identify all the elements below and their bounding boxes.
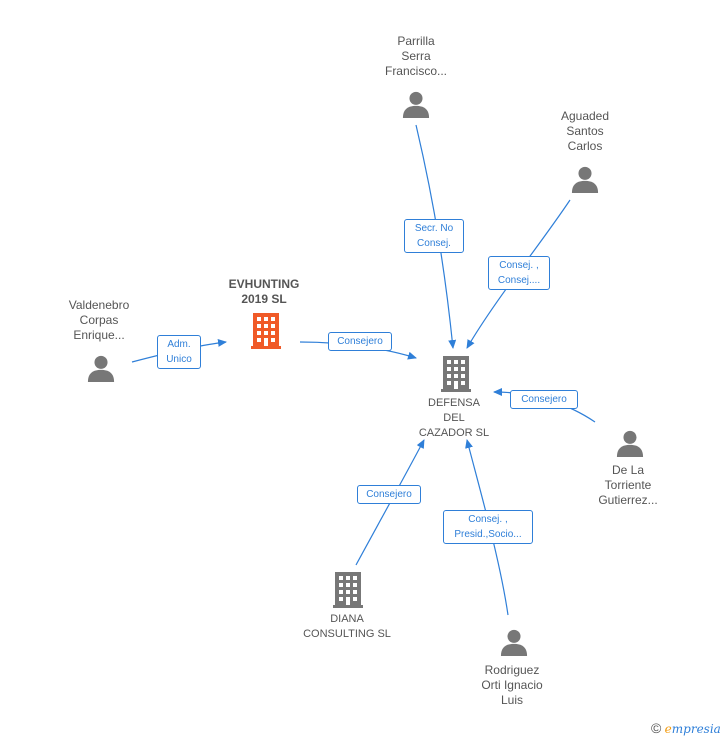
edge-label-line: Adm. [167, 339, 191, 350]
company-icon-evhunting[interactable] [251, 313, 281, 349]
edge-label-rodriguez[interactable]: Consej. , Presid.,Socio... [443, 510, 533, 544]
node-label-line: Enrique... [73, 328, 125, 342]
edge-label-valdenebro[interactable]: Adm. Unico [157, 335, 201, 369]
node-label-line: Orti Ignacio [481, 678, 543, 692]
copyright-symbol: © [651, 720, 662, 736]
node-label-rodriguez[interactable]: Rodriguez Orti Ignacio Luis [462, 663, 562, 708]
node-label-line: EVHUNTING [228, 277, 300, 291]
node-label-line: Carlos [567, 139, 603, 153]
person-icon-rodriguez[interactable] [500, 629, 528, 656]
node-label-line: CAZADOR SL [418, 427, 490, 439]
edge-label-line: Consej. [417, 238, 451, 249]
node-label-valdenebro[interactable]: Valdenebro Corpas Enrique... [49, 298, 149, 343]
node-label-line: DIANA [330, 613, 364, 625]
node-label-line: Santos [566, 124, 604, 138]
edge-label-line: Presid.,Socio... [454, 529, 522, 540]
empresia-logo: © empresia [651, 720, 721, 736]
node-label-line: Serra [401, 49, 431, 63]
person-icon-parrilla[interactable] [402, 91, 430, 118]
edge-label-line: Consej. , [468, 514, 508, 525]
edge-label-line: Consejero [337, 336, 383, 347]
edge-label-line: Secr. No [414, 223, 454, 234]
edge-diana-line [355, 439, 425, 566]
node-label-line: DEFENSA [428, 397, 480, 409]
node-label-line: DEL [443, 412, 465, 424]
node-label-line: Rodriguez [484, 663, 540, 677]
node-label-line: Gutierrez... [598, 493, 658, 507]
edge-label-delatorriente[interactable]: Consejero [510, 390, 578, 409]
node-label-center[interactable]: DEFENSA DEL CAZADOR SL [404, 396, 504, 441]
edge-label-diana[interactable]: Consejero [357, 485, 421, 504]
node-label-line: 2019 SL [241, 292, 287, 306]
node-label-line: Parrilla [397, 34, 435, 48]
node-label-line: Aguaded [560, 109, 610, 123]
brand-initial: e [664, 722, 672, 736]
edge-label-line: Unico [166, 354, 192, 365]
person-icon-delatorriente[interactable] [616, 430, 644, 457]
node-label-evhunting[interactable]: EVHUNTING 2019 SL [214, 277, 314, 307]
person-icon-valdenebro[interactable] [87, 355, 115, 382]
edge-label-line: Consejero [366, 489, 412, 500]
node-label-line: Corpas [79, 313, 119, 327]
node-label-aguaded[interactable]: Aguaded Santos Carlos [535, 109, 635, 154]
edge-label-line: Consejero [521, 394, 567, 405]
edge-label-line: Consej.... [497, 275, 541, 286]
node-label-line: Torriente [604, 478, 652, 492]
node-label-line: Luis [500, 693, 523, 707]
edge-label-parrilla[interactable]: Secr. No Consej. [404, 219, 464, 253]
node-label-parrilla[interactable]: Parrilla Serra Francisco... [366, 34, 466, 79]
node-label-line: Valdenebro [68, 298, 130, 312]
node-label-diana[interactable]: DIANA CONSULTING SL [292, 612, 402, 642]
edge-label-evhunting[interactable]: Consejero [328, 332, 392, 351]
company-icon-center[interactable] [441, 356, 471, 392]
node-label-line: CONSULTING SL [303, 628, 391, 640]
node-label-delatorriente[interactable]: De La Torriente Gutierrez... [578, 463, 678, 508]
edge-label-aguaded[interactable]: Consej. , Consej.... [488, 256, 550, 290]
brand-name: mpresia [671, 722, 721, 736]
node-label-line: De La [611, 463, 645, 477]
person-icon-aguaded[interactable] [571, 166, 599, 193]
node-label-line: Francisco... [384, 64, 447, 78]
edge-label-line: Consej. , [499, 260, 539, 271]
company-icon-diana[interactable] [333, 572, 363, 608]
